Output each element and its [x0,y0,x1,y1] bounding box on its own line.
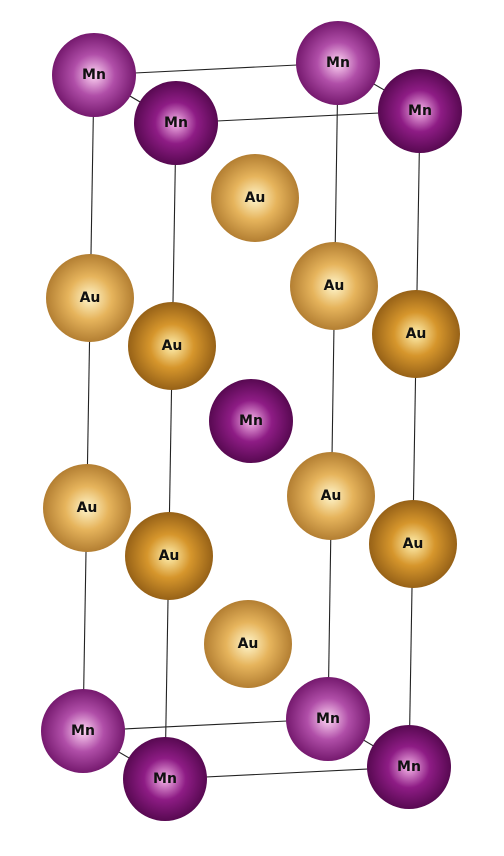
atom-sphere [209,379,293,463]
cell-edge [327,62,339,720]
atom-sphere [46,254,134,342]
atom-label: Au [77,500,98,516]
atom-sphere [372,290,460,378]
atom-mn: Mn [209,379,293,463]
atom-mn: Mn [367,725,451,809]
atom-sphere [286,677,370,761]
atom-mn: Mn [41,689,125,773]
atom-sphere [378,69,462,153]
atom-label: Mn [408,103,432,119]
atom-sphere [367,725,451,809]
atom-sphere [211,154,299,242]
atom-au: Au [211,154,299,242]
atom-mn: Mn [52,33,136,117]
cell-edge [408,110,421,768]
atom-au: Au [43,464,131,552]
atom-label: Au [238,636,259,652]
cell-edge [164,122,177,780]
atom-mn: Mn [123,737,207,821]
atom-sphere [369,500,457,588]
atom-sphere [128,302,216,390]
atom-au: Au [372,290,460,378]
atom-label: Mn [397,759,421,775]
atom-au: Au [290,242,378,330]
atom-label: Au [406,326,427,342]
atom-label: Mn [164,115,188,131]
atom-label: Au [80,290,101,306]
atom-sphere [41,689,125,773]
atom-sphere [204,600,292,688]
atom-au: Au [204,600,292,688]
atom-mn: Mn [134,81,218,165]
atom-au: Au [369,500,457,588]
atom-label: Au [321,488,342,504]
atom-au: Au [128,302,216,390]
atom-label: Mn [71,723,95,739]
atom-label: Mn [326,55,350,71]
atom-label: Au [403,536,424,552]
atom-sphere [287,452,375,540]
atom-label: Mn [82,67,106,83]
cell-edge [82,74,95,732]
atom-label: Au [159,548,180,564]
atom-sphere [123,737,207,821]
atom-au: Au [46,254,134,342]
atom-label: Au [245,190,266,206]
atom-au: Au [125,512,213,600]
atom-sphere [52,33,136,117]
atom-label: Mn [316,711,340,727]
atom-label: Au [162,338,183,354]
atom-sphere [290,242,378,330]
atom-sphere [134,81,218,165]
atom-mn: Mn [296,21,380,105]
atom-mn: Mn [286,677,370,761]
atom-mn: Mn [378,69,462,153]
atom-label: Mn [153,771,177,787]
atom-au: Au [287,452,375,540]
atom-sphere [296,21,380,105]
atom-sphere [43,464,131,552]
atom-label: Au [324,278,345,294]
atom-label: Mn [239,413,263,429]
atom-sphere [125,512,213,600]
